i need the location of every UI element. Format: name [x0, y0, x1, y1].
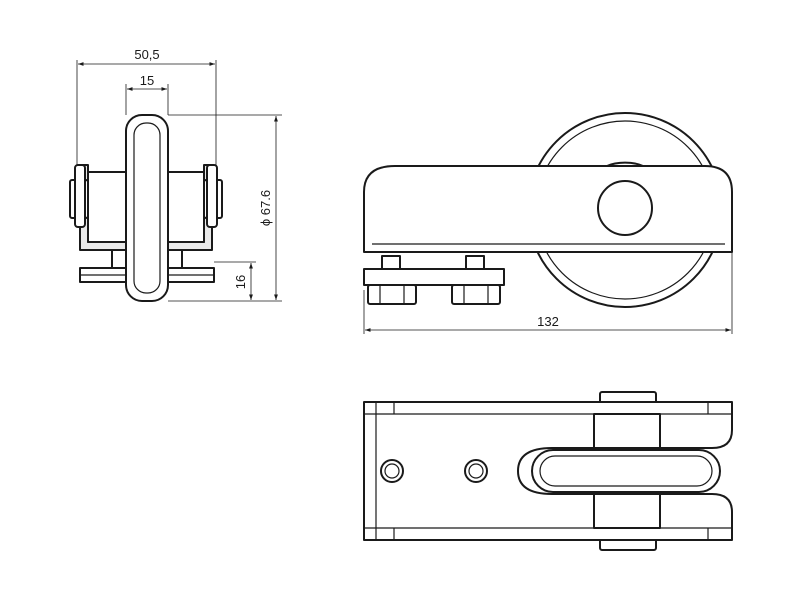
side-view [363, 112, 733, 308]
bolt-hole-a [380, 459, 404, 483]
axle-block-top [593, 413, 661, 449]
housing [363, 165, 733, 253]
right-flange-plate [206, 164, 218, 228]
wheel-top [531, 449, 721, 493]
top-view [363, 391, 733, 551]
dimension-length-overall: 132 [537, 314, 559, 329]
stud-b [465, 255, 485, 270]
dimension-width-overall: 50,5 [134, 47, 159, 62]
stud-right [167, 249, 183, 269]
front-view-dimensions: 50,5 15 ϕ 67.6 16 [76, 47, 282, 302]
dimension-wheel-diameter: ϕ 67.6 [258, 190, 273, 226]
side-view-dimensions: 132 [363, 252, 733, 334]
nut-a [367, 284, 417, 305]
wheel-top-inner [539, 455, 713, 487]
wheel-profile [125, 114, 169, 302]
nut-b [451, 284, 501, 305]
stud-left [111, 249, 127, 269]
left-flange-plate [74, 164, 86, 228]
bolt-hole-b [464, 459, 488, 483]
dimension-wheel-width: 15 [140, 73, 154, 88]
stud-a [381, 255, 401, 270]
wheel-tread-inner [133, 122, 161, 294]
axle-block-bottom [593, 493, 661, 529]
front-view [69, 114, 223, 302]
mounting-plate [363, 268, 505, 286]
axle [597, 180, 653, 236]
dimension-bracket-height: 16 [233, 275, 248, 289]
